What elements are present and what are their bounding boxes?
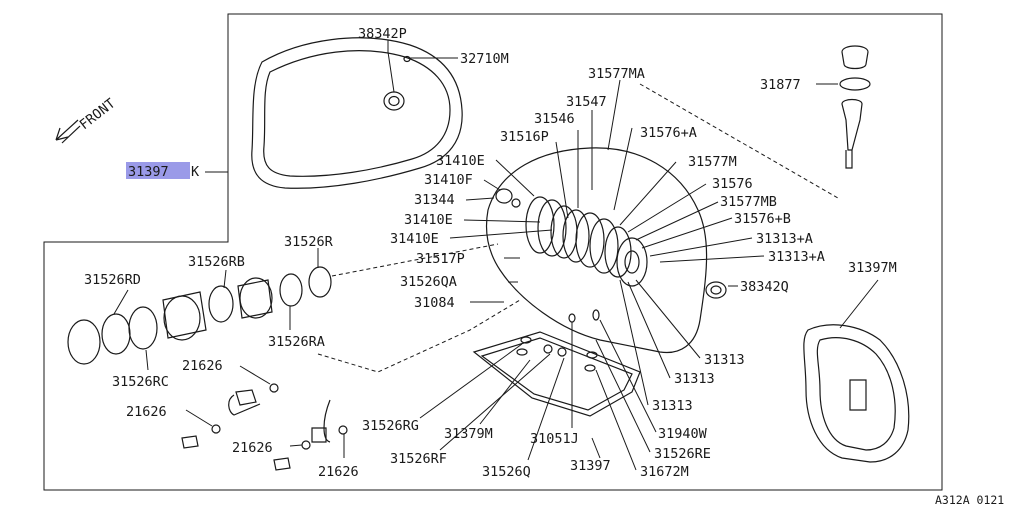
- callout-31410E-low[interactable]: 31410E: [390, 231, 439, 247]
- oil-pipe-drawing: [228, 394, 261, 416]
- callout-31577M[interactable]: 31577M: [688, 154, 737, 170]
- dipstick-drawing: [839, 45, 871, 169]
- callout-31576-plus-B[interactable]: 31576+B: [734, 211, 791, 227]
- transmission-cover-drawing: [251, 37, 463, 189]
- callout-31526RB[interactable]: 31526RB: [188, 254, 245, 270]
- callout-21626-c[interactable]: 21626: [232, 440, 273, 456]
- callout-31313-2[interactable]: 31313: [674, 371, 715, 387]
- callout-38342P[interactable]: 38342P: [358, 26, 407, 42]
- highlight-box[interactable]: [126, 162, 190, 179]
- callout-31410E-mid[interactable]: 31410E: [404, 212, 453, 228]
- callout-31877[interactable]: 31877: [760, 77, 801, 93]
- callout-31084[interactable]: 31084: [414, 295, 455, 311]
- diagram-frame: [43, 13, 943, 491]
- callout-31397M[interactable]: 31397M: [848, 260, 897, 276]
- seal-38342P-drawing: [383, 91, 405, 111]
- highlighted-part-code[interactable]: 31397: [128, 164, 169, 180]
- callout-21626-d[interactable]: 21626: [318, 464, 359, 480]
- callout-31526Q[interactable]: 31526Q: [482, 464, 531, 480]
- clutch-pack-drawing: [525, 196, 648, 287]
- callout-32710M[interactable]: 32710M: [460, 51, 509, 67]
- callout-31526QA[interactable]: 31526QA: [400, 274, 457, 290]
- callout-31379M[interactable]: 31379M: [444, 426, 493, 442]
- front-arrow-icon: [55, 119, 81, 144]
- callout-31577MB[interactable]: 31577MB: [720, 194, 777, 210]
- callout-31526RG[interactable]: 31526RG: [362, 418, 419, 434]
- callout-31410F[interactable]: 31410F: [424, 172, 473, 188]
- transmission-case-drawing: [485, 147, 708, 354]
- callout-31576-plus-A[interactable]: 31576+A: [640, 125, 697, 141]
- servo-pack-drawing: [67, 266, 332, 365]
- callout-31526RD[interactable]: 31526RD: [84, 272, 141, 288]
- callout-31313-plus-A-1[interactable]: 31313+A: [756, 231, 813, 247]
- front-label: FRONT: [77, 96, 119, 134]
- callout-31672M[interactable]: 31672M: [640, 464, 689, 480]
- callout-31526R[interactable]: 31526R: [284, 234, 334, 250]
- callout-31051J[interactable]: 31051J: [530, 431, 579, 447]
- seal-38342Q-drawing: [705, 281, 727, 299]
- callout-21626-a[interactable]: 21626: [182, 358, 223, 374]
- callout-31546[interactable]: 31546: [534, 111, 575, 127]
- callout-31526RF[interactable]: 31526RF: [390, 451, 447, 467]
- callout-31410E-top[interactable]: 31410E: [436, 153, 485, 169]
- seal-31344-drawing: [495, 188, 513, 204]
- callout-31526RA[interactable]: 31526RA: [268, 334, 325, 350]
- callout-31313-1[interactable]: 31313: [652, 398, 693, 414]
- callout-31576[interactable]: 31576: [712, 176, 753, 192]
- callout-31517P[interactable]: 31517P: [416, 251, 465, 267]
- callout-31547[interactable]: 31547: [566, 94, 607, 110]
- callout-38342Q[interactable]: 38342Q: [740, 279, 789, 295]
- callout-31526RC[interactable]: 31526RC: [112, 374, 169, 390]
- callout-31526RE[interactable]: 31526RE: [654, 446, 711, 462]
- callout-21626-b[interactable]: 21626: [126, 404, 167, 420]
- callout-31577MA[interactable]: 31577MA: [588, 66, 645, 82]
- callout-31344[interactable]: 31344: [414, 192, 455, 208]
- callout-31516P[interactable]: 31516P: [500, 129, 549, 145]
- oil-pipe-2-drawing: [323, 399, 331, 443]
- callout-31940W[interactable]: 31940W: [658, 426, 708, 442]
- highlighted-part-suffix[interactable]: K: [191, 164, 200, 180]
- callout-31313-3[interactable]: 31313: [704, 352, 745, 368]
- side-cover-drawing: [803, 324, 910, 463]
- callout-31313-plus-A-2[interactable]: 31313+A: [768, 249, 825, 265]
- oil-pan-drawing: [472, 331, 641, 417]
- bolt-drawing: [181, 435, 199, 449]
- callout-31397[interactable]: 31397: [570, 458, 611, 474]
- diagram-code: A312A 0121: [935, 493, 1004, 507]
